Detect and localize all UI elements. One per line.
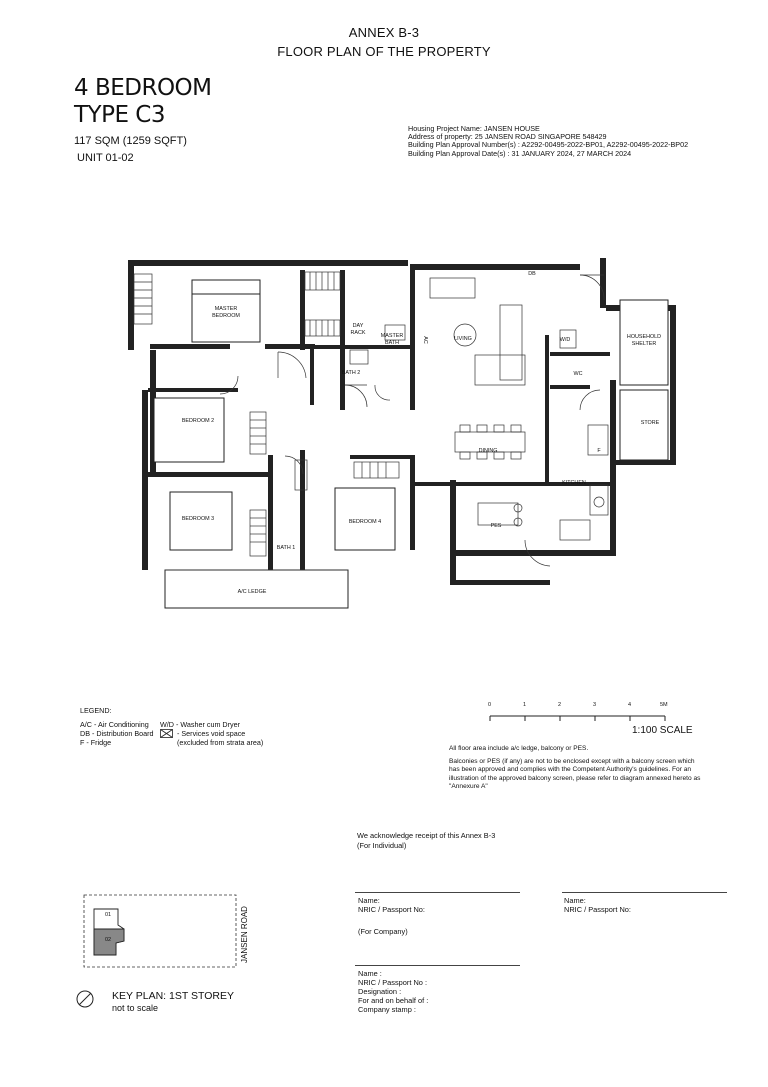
signature-line-company[interactable] xyxy=(355,965,520,966)
label-master-bedroom-2: BEDROOM xyxy=(212,313,240,319)
room-labels: MASTER BEDROOM DAY RACK MASTER BATH LIVI… xyxy=(182,271,661,595)
note-balcony-line4: "Annexure A" xyxy=(449,783,488,791)
label-living: LIVING xyxy=(454,336,472,342)
floor-plan: MASTER BEDROOM DAY RACK MASTER BATH LIVI… xyxy=(128,258,676,609)
legend-wd: W/D - Washer cum Dryer xyxy=(160,720,240,729)
legend-left: A/C - Air Conditioning DB - Distribution… xyxy=(80,720,154,747)
scale-ticks: 0 1 2 3 4 5M xyxy=(488,702,688,710)
keyplan-unit-01: 01 xyxy=(105,912,112,918)
label-bedroom4: BEDROOM 4 xyxy=(349,519,381,525)
scale-tick-4: 4 xyxy=(628,702,632,708)
sign-company-nric: NRIC / Passport No : xyxy=(358,978,427,987)
furniture xyxy=(294,277,609,541)
scale-bar xyxy=(489,715,666,721)
unit-number: UNIT 01-02 xyxy=(77,152,134,164)
sign-company-block: Name : NRIC / Passport No : Designation … xyxy=(358,969,428,1014)
sign-company-name: Name : xyxy=(358,969,382,978)
scale-tick-5: 5M xyxy=(660,702,668,708)
scale-label: 1:100 SCALE xyxy=(632,725,693,736)
annex-title: ANNEX B-3 xyxy=(348,25,420,40)
legend-void: - Services void space (excluded from str… xyxy=(160,729,263,747)
note-balcony: Balconies or PES (if any) are not to be … xyxy=(449,758,749,792)
store-box xyxy=(619,389,669,461)
keyplan-unit-02: 02 xyxy=(105,937,112,943)
sign-company-behalf: For and on behalf of : xyxy=(358,996,429,1005)
key-plan xyxy=(83,894,237,968)
note-balcony-line3: illustration of the approved balcony scr… xyxy=(449,774,701,782)
scale-tick-1: 1 xyxy=(523,702,527,708)
project-approval-number: Building Plan Approval Number(s) : A2292… xyxy=(408,140,689,150)
signature-line-individual-1[interactable] xyxy=(355,892,520,893)
north-arrow-icon xyxy=(76,990,94,1008)
legend-f: F - Fridge xyxy=(80,738,112,747)
legend-ac: A/C - Air Conditioning xyxy=(80,720,149,729)
label-pes: PES xyxy=(491,523,502,529)
sign-right-block: Name: NRIC / Passport No: xyxy=(564,896,631,914)
legend-void-line1: - Services void space xyxy=(177,729,246,738)
keyplan-road: JANSEN ROAD xyxy=(239,906,249,963)
scale-tick-3: 3 xyxy=(593,702,597,708)
label-master-bedroom-1: MASTER xyxy=(215,306,238,312)
sign-right-nric: NRIC / Passport No: xyxy=(564,905,631,914)
legend-right: W/D - Washer cum Dryer - Services void s… xyxy=(160,720,263,747)
note-floor-area: All floor area include a/c ledge, balcon… xyxy=(449,745,589,752)
label-bath2: BATH 2 xyxy=(342,370,360,376)
label-wc: WC xyxy=(574,371,583,377)
label-bedroom3: BEDROOM 3 xyxy=(182,516,214,522)
scale-tick-0: 0 xyxy=(488,702,492,708)
sign-left-block: Name: NRIC / Passport No: (For Company) xyxy=(358,896,425,936)
note-balcony-line2: has been approved and complies with the … xyxy=(449,766,692,774)
label-ac-ledge: A/C LEDGE xyxy=(238,589,267,595)
sign-left-nric: NRIC / Passport No: xyxy=(358,905,425,914)
label-master-bath-1: MASTER xyxy=(381,333,404,339)
project-name: Housing Project Name: JANSEN HOUSE xyxy=(408,124,540,133)
keyplan-title: KEY PLAN: 1ST STOREY xyxy=(112,990,234,1002)
label-fridge: F xyxy=(597,448,601,454)
project-info: Housing Project Name: JANSEN HOUSE Addre… xyxy=(408,124,689,158)
label-ac-mark: AC xyxy=(422,336,428,344)
legend-void-line2: (excluded from strata area) xyxy=(177,738,264,747)
keyplan-subtitle: not to scale xyxy=(112,1003,159,1013)
label-dining: DINING xyxy=(479,448,498,454)
label-household-shelter-1: HOUSEHOLD xyxy=(627,334,661,340)
sign-right-name: Name: xyxy=(564,896,586,905)
ack-line1: We acknowledge receipt of this Annex B-3 xyxy=(357,831,496,840)
label-kitchen: KITCHEN xyxy=(562,480,586,486)
label-bedroom2: BEDROOM 2 xyxy=(182,418,214,424)
label-wd: W/D xyxy=(560,337,571,343)
void-symbol-icon xyxy=(160,729,173,738)
doors xyxy=(219,274,605,567)
bedroom3-bed xyxy=(169,491,233,551)
label-day-rack-1: DAY xyxy=(353,323,364,329)
unit-area: 117 SQM (1259 SQFT) xyxy=(74,135,187,147)
project-address: Address of property: 25 JANSEN ROAD SING… xyxy=(408,132,607,142)
project-approval-date: Building Plan Approval Date(s) : 31 JANU… xyxy=(408,148,632,158)
sign-left-name: Name: xyxy=(358,896,380,905)
annex-subtitle: FLOOR PLAN OF THE PROPERTY xyxy=(277,44,491,59)
label-store: STORE xyxy=(641,420,660,426)
unit-type-line2: TYPE C3 xyxy=(74,102,166,128)
legend-db: DB - Distribution Board xyxy=(80,729,154,738)
sign-company-designation: Designation : xyxy=(358,987,402,996)
legend-title: LEGEND: xyxy=(80,706,112,715)
bedroom2-bed xyxy=(153,397,225,463)
bedroom4-bed xyxy=(334,487,396,551)
label-bath1: BATH 1 xyxy=(277,545,295,551)
scale-tick-2: 2 xyxy=(558,702,562,708)
sign-left-company: (For Company) xyxy=(358,927,408,936)
label-day-rack-2: RACK xyxy=(351,330,366,336)
household-shelter-box xyxy=(619,299,669,386)
label-master-bath-2: BATH xyxy=(385,340,399,346)
label-household-shelter-2: SHELTER xyxy=(632,341,657,347)
signature-line-individual-2[interactable] xyxy=(562,892,727,893)
sign-company-stamp: Company stamp : xyxy=(358,1005,416,1014)
wardrobes xyxy=(133,271,400,557)
unit-type-line1: 4 BEDROOM xyxy=(74,75,212,101)
ac-ledge xyxy=(164,569,349,609)
ack-line2: (For Individual) xyxy=(357,841,407,850)
interior-walls xyxy=(148,270,615,570)
exterior-walls xyxy=(128,258,676,585)
note-balcony-line1: Balconies or PES (if any) are not to be … xyxy=(449,758,695,765)
label-db: DB xyxy=(528,271,536,277)
